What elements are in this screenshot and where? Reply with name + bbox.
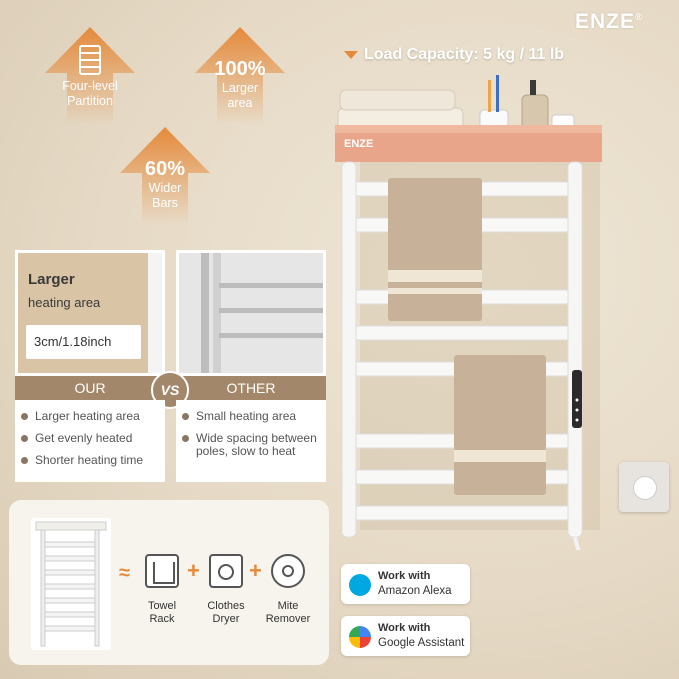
list-item: Small heating area [182, 410, 320, 423]
feature-label: Bars [152, 196, 178, 210]
feature-four-level: Four-level Partition [35, 25, 145, 125]
washing-machine-icon [209, 554, 243, 588]
shelf-logo: ENZE [344, 138, 373, 150]
list-item: Shorter heating time [21, 454, 159, 467]
feature-label: Wider [148, 181, 182, 195]
arrow-down-icon [344, 50, 358, 59]
feature-label: area [227, 96, 253, 110]
stacked-shelves-icon [79, 45, 101, 75]
our-rack-photo: Larger heating area 3cm/1.18inch [15, 250, 165, 376]
towel-icon [145, 554, 179, 588]
google-assistant-badge: Work with Google Assistant [341, 616, 470, 656]
rack-frame-left [341, 161, 357, 538]
hanging-towel-bottom [454, 355, 546, 495]
feature-wider-bars: 60% Wider Bars [110, 125, 220, 225]
google-assistant-icon [349, 626, 371, 648]
mini-rack-icon [31, 518, 111, 650]
other-rack-photo [176, 250, 326, 376]
mite-remover-icon [271, 554, 305, 588]
alexa-badge: Work with Amazon Alexa [341, 564, 470, 604]
other-label: OTHER [176, 376, 326, 400]
plus-sign: + [249, 558, 262, 583]
list-item: Larger heating area [21, 410, 159, 423]
heating-comparison: Larger heating area 3cm/1.18inch OUR OTH… [8, 250, 332, 482]
comparison-subtitle: heating area [28, 295, 101, 310]
feature-value: 100% [214, 58, 266, 80]
list-item: Wide spacing between poles, slow to heat [182, 432, 320, 458]
our-label: OUR [15, 376, 165, 400]
load-capacity: Load Capacity: 5 kg / 11 lb [344, 46, 564, 64]
towel-rack-illustration: ENZE [335, 75, 602, 550]
list-item: Get evenly heated [21, 432, 159, 445]
feature-label: Four-level [62, 79, 118, 93]
feature-larger-area: 100% Larger area [185, 25, 295, 125]
feature-value: 60% [144, 158, 186, 180]
plus-sign: + [187, 558, 200, 583]
wall-socket [619, 462, 669, 512]
feature-label: Larger [221, 81, 259, 95]
our-benefits-list: Larger heating area Get evenly heated Sh… [15, 400, 165, 482]
feature-label: Partition [67, 94, 113, 108]
other-drawbacks-list: Small heating area Wide spacing between … [176, 400, 326, 482]
power-cable [573, 536, 581, 550]
rack-frame-right [567, 161, 583, 538]
bar-width-measure: 3cm/1.18inch [26, 325, 141, 359]
comparison-title: Larger [28, 271, 75, 288]
hanging-towel-top [388, 178, 482, 321]
approx-sign: ≈ [119, 562, 130, 584]
peach-shelf [335, 128, 602, 162]
alexa-icon [349, 574, 371, 596]
brand-logo: ENZE® [575, 10, 644, 33]
